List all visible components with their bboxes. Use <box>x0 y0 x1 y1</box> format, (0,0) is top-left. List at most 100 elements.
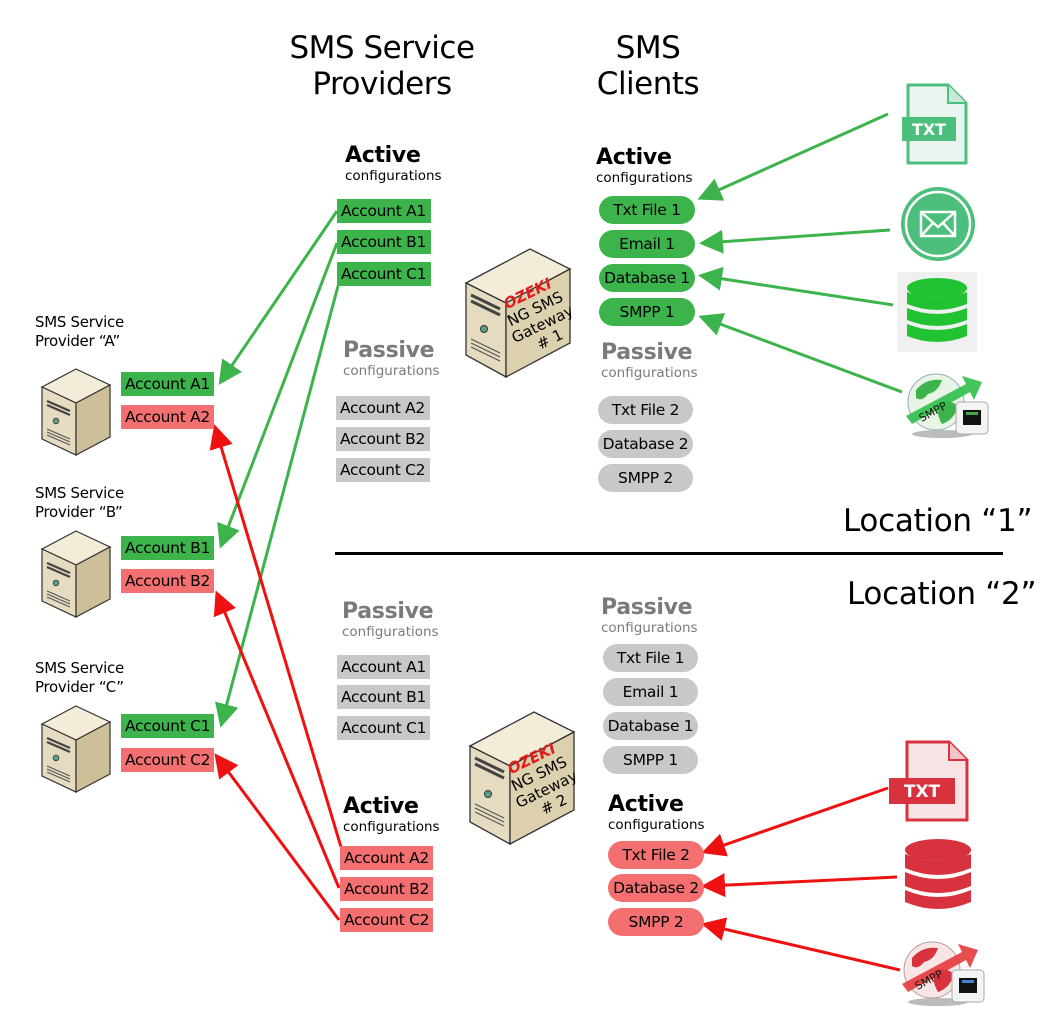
section-subtitle: configurations <box>343 819 440 835</box>
arrow-db1 <box>698 266 894 307</box>
loc1-passive-txt-file-2[interactable]: Txt File 2 <box>598 396 693 424</box>
arrow-a1 <box>218 210 339 385</box>
provider-c-label: SMS Service Provider “C” <box>35 659 124 697</box>
arrow-smpp1 <box>698 313 903 394</box>
section-title: Active <box>596 145 672 170</box>
loc1-passive-account-b2[interactable]: Account B2 <box>336 427 430 451</box>
provider-b-label-line1: SMS Service <box>35 484 124 502</box>
loc1-active-account-a1[interactable]: Account A1 <box>337 199 431 223</box>
loc2-passive-account-a1[interactable]: Account A1 <box>337 655 430 679</box>
txt-icon-label: TXT <box>912 120 946 139</box>
txt-icon-label: TXT <box>904 782 941 802</box>
loc2-active-database-2[interactable]: Database 2 <box>608 874 704 902</box>
provider-b-account-b1[interactable]: Account B1 <box>121 536 215 560</box>
database-icon <box>905 839 971 909</box>
section-subtitle: configurations <box>345 168 442 184</box>
location-1-label: Location “1” <box>843 503 1033 539</box>
loc2-passive-account-c1[interactable]: Account C1 <box>337 716 430 740</box>
provider-a-account-a1[interactable]: Account A1 <box>121 372 214 396</box>
smpp-icon: SMPP <box>902 941 985 1006</box>
location-divider <box>335 552 1003 555</box>
provider-b-server-icon <box>40 530 112 618</box>
provider-c-account-c2[interactable]: Account C2 <box>121 748 215 772</box>
arrow-c2 <box>214 753 341 921</box>
section-subtitle: configurations <box>601 365 698 381</box>
provider-b-account-b2[interactable]: Account B2 <box>121 569 215 593</box>
loc2-passive-account-b1[interactable]: Account B1 <box>337 685 430 709</box>
loc2-active-smpp-2[interactable]: SMPP 2 <box>608 908 704 936</box>
loc1-active-smpp-1[interactable]: SMPP 1 <box>599 298 695 326</box>
email-icon <box>901 187 975 261</box>
loc2-provider-active-header: Active configurations <box>343 794 440 836</box>
section-title: Passive <box>601 340 693 365</box>
clients-heading-line1: SMS <box>615 30 681 66</box>
section-subtitle: configurations <box>608 817 705 833</box>
loc1-active-txt-file-1[interactable]: Txt File 1 <box>599 196 695 224</box>
clients-heading-line2: Clients <box>596 66 700 102</box>
section-title: Active <box>343 794 419 819</box>
loc1-active-email-1[interactable]: Email 1 <box>599 230 695 258</box>
loc1-passive-account-c2[interactable]: Account C2 <box>336 458 430 482</box>
loc1-gateway-server[interactable]: OZEKI NG SMS Gateway # 1 <box>462 243 576 381</box>
loc1-active-account-c1[interactable]: Account C1 <box>337 262 431 286</box>
provider-a-label: SMS Service Provider “A” <box>35 313 124 351</box>
loc1-provider-active-header: Active configurations <box>345 143 442 185</box>
provider-a-label-line1: SMS Service <box>35 313 124 331</box>
section-subtitle: configurations <box>596 170 693 186</box>
provider-c-account-c1[interactable]: Account C1 <box>121 714 215 738</box>
providers-heading-line1: SMS Service <box>289 30 475 66</box>
arrow-txt2 <box>701 786 889 857</box>
arrow-b2 <box>213 590 341 889</box>
loc2-active-txt-file-2[interactable]: Txt File 2 <box>608 841 704 869</box>
section-subtitle: configurations <box>343 363 440 379</box>
arrow-db2 <box>701 873 898 898</box>
clients-heading: SMS Clients <box>578 30 718 102</box>
provider-a-account-a2[interactable]: Account A2 <box>121 405 214 429</box>
loc2-active-account-a2[interactable]: Account A2 <box>340 846 433 870</box>
loc2-passive-database-1[interactable]: Database 1 <box>603 712 698 740</box>
provider-b-label-line2: Provider “B” <box>35 503 123 521</box>
arrow-b1 <box>217 242 339 549</box>
loc1-active-account-b1[interactable]: Account B1 <box>337 230 431 254</box>
loc2-gateway-server[interactable]: OZEKI NG SMS Gateway # 2 <box>466 706 580 848</box>
loc2-client-passive-header: Passive configurations <box>601 595 698 637</box>
loc2-active-account-b2[interactable]: Account B2 <box>340 877 433 901</box>
smpp-icon: SMPP <box>906 373 989 438</box>
arrow-email1 <box>699 228 891 254</box>
loc1-client-active-header: Active configurations <box>596 145 693 187</box>
arrow-a2 <box>209 424 343 848</box>
loc1-active-database-1[interactable]: Database 1 <box>599 264 695 292</box>
provider-c-label-line2: Provider “C” <box>35 678 124 696</box>
providers-heading-line2: Providers <box>312 66 452 102</box>
gateway-server-icon <box>468 711 576 846</box>
provider-a-server-icon <box>40 368 112 456</box>
providers-heading: SMS Service Providers <box>282 30 482 102</box>
txt-file-icon: TXT <box>889 740 969 822</box>
loc2-passive-email-1[interactable]: Email 1 <box>603 678 698 706</box>
txt-file-icon: TXT <box>902 83 968 165</box>
section-subtitle: configurations <box>601 620 698 636</box>
loc2-active-account-c2[interactable]: Account C2 <box>340 908 433 932</box>
provider-c-label-line1: SMS Service <box>35 659 124 677</box>
location-2-label: Location “2” <box>847 576 1037 612</box>
section-title: Passive <box>601 595 693 620</box>
section-title: Active <box>608 792 684 817</box>
section-title: Active <box>345 143 421 168</box>
gateway-server-icon <box>464 248 572 379</box>
provider-a-label-line2: Provider “A” <box>35 332 120 350</box>
loc2-passive-txt-file-1[interactable]: Txt File 1 <box>603 644 698 672</box>
loc1-passive-smpp-2[interactable]: SMPP 2 <box>598 464 693 492</box>
loc2-provider-passive-header: Passive configurations <box>342 599 439 641</box>
section-title: Passive <box>343 338 435 363</box>
provider-b-label: SMS Service Provider “B” <box>35 484 124 522</box>
provider-c-server-icon <box>40 705 112 793</box>
arrow-smpp2 <box>701 917 901 972</box>
loc1-passive-database-2[interactable]: Database 2 <box>598 430 693 458</box>
loc2-passive-smpp-1[interactable]: SMPP 1 <box>603 746 698 774</box>
loc1-client-passive-header: Passive configurations <box>601 340 698 382</box>
loc1-passive-account-a2[interactable]: Account A2 <box>336 396 430 420</box>
loc1-provider-passive-header: Passive configurations <box>343 338 440 380</box>
section-title: Passive <box>342 599 434 624</box>
database-icon <box>897 272 977 352</box>
